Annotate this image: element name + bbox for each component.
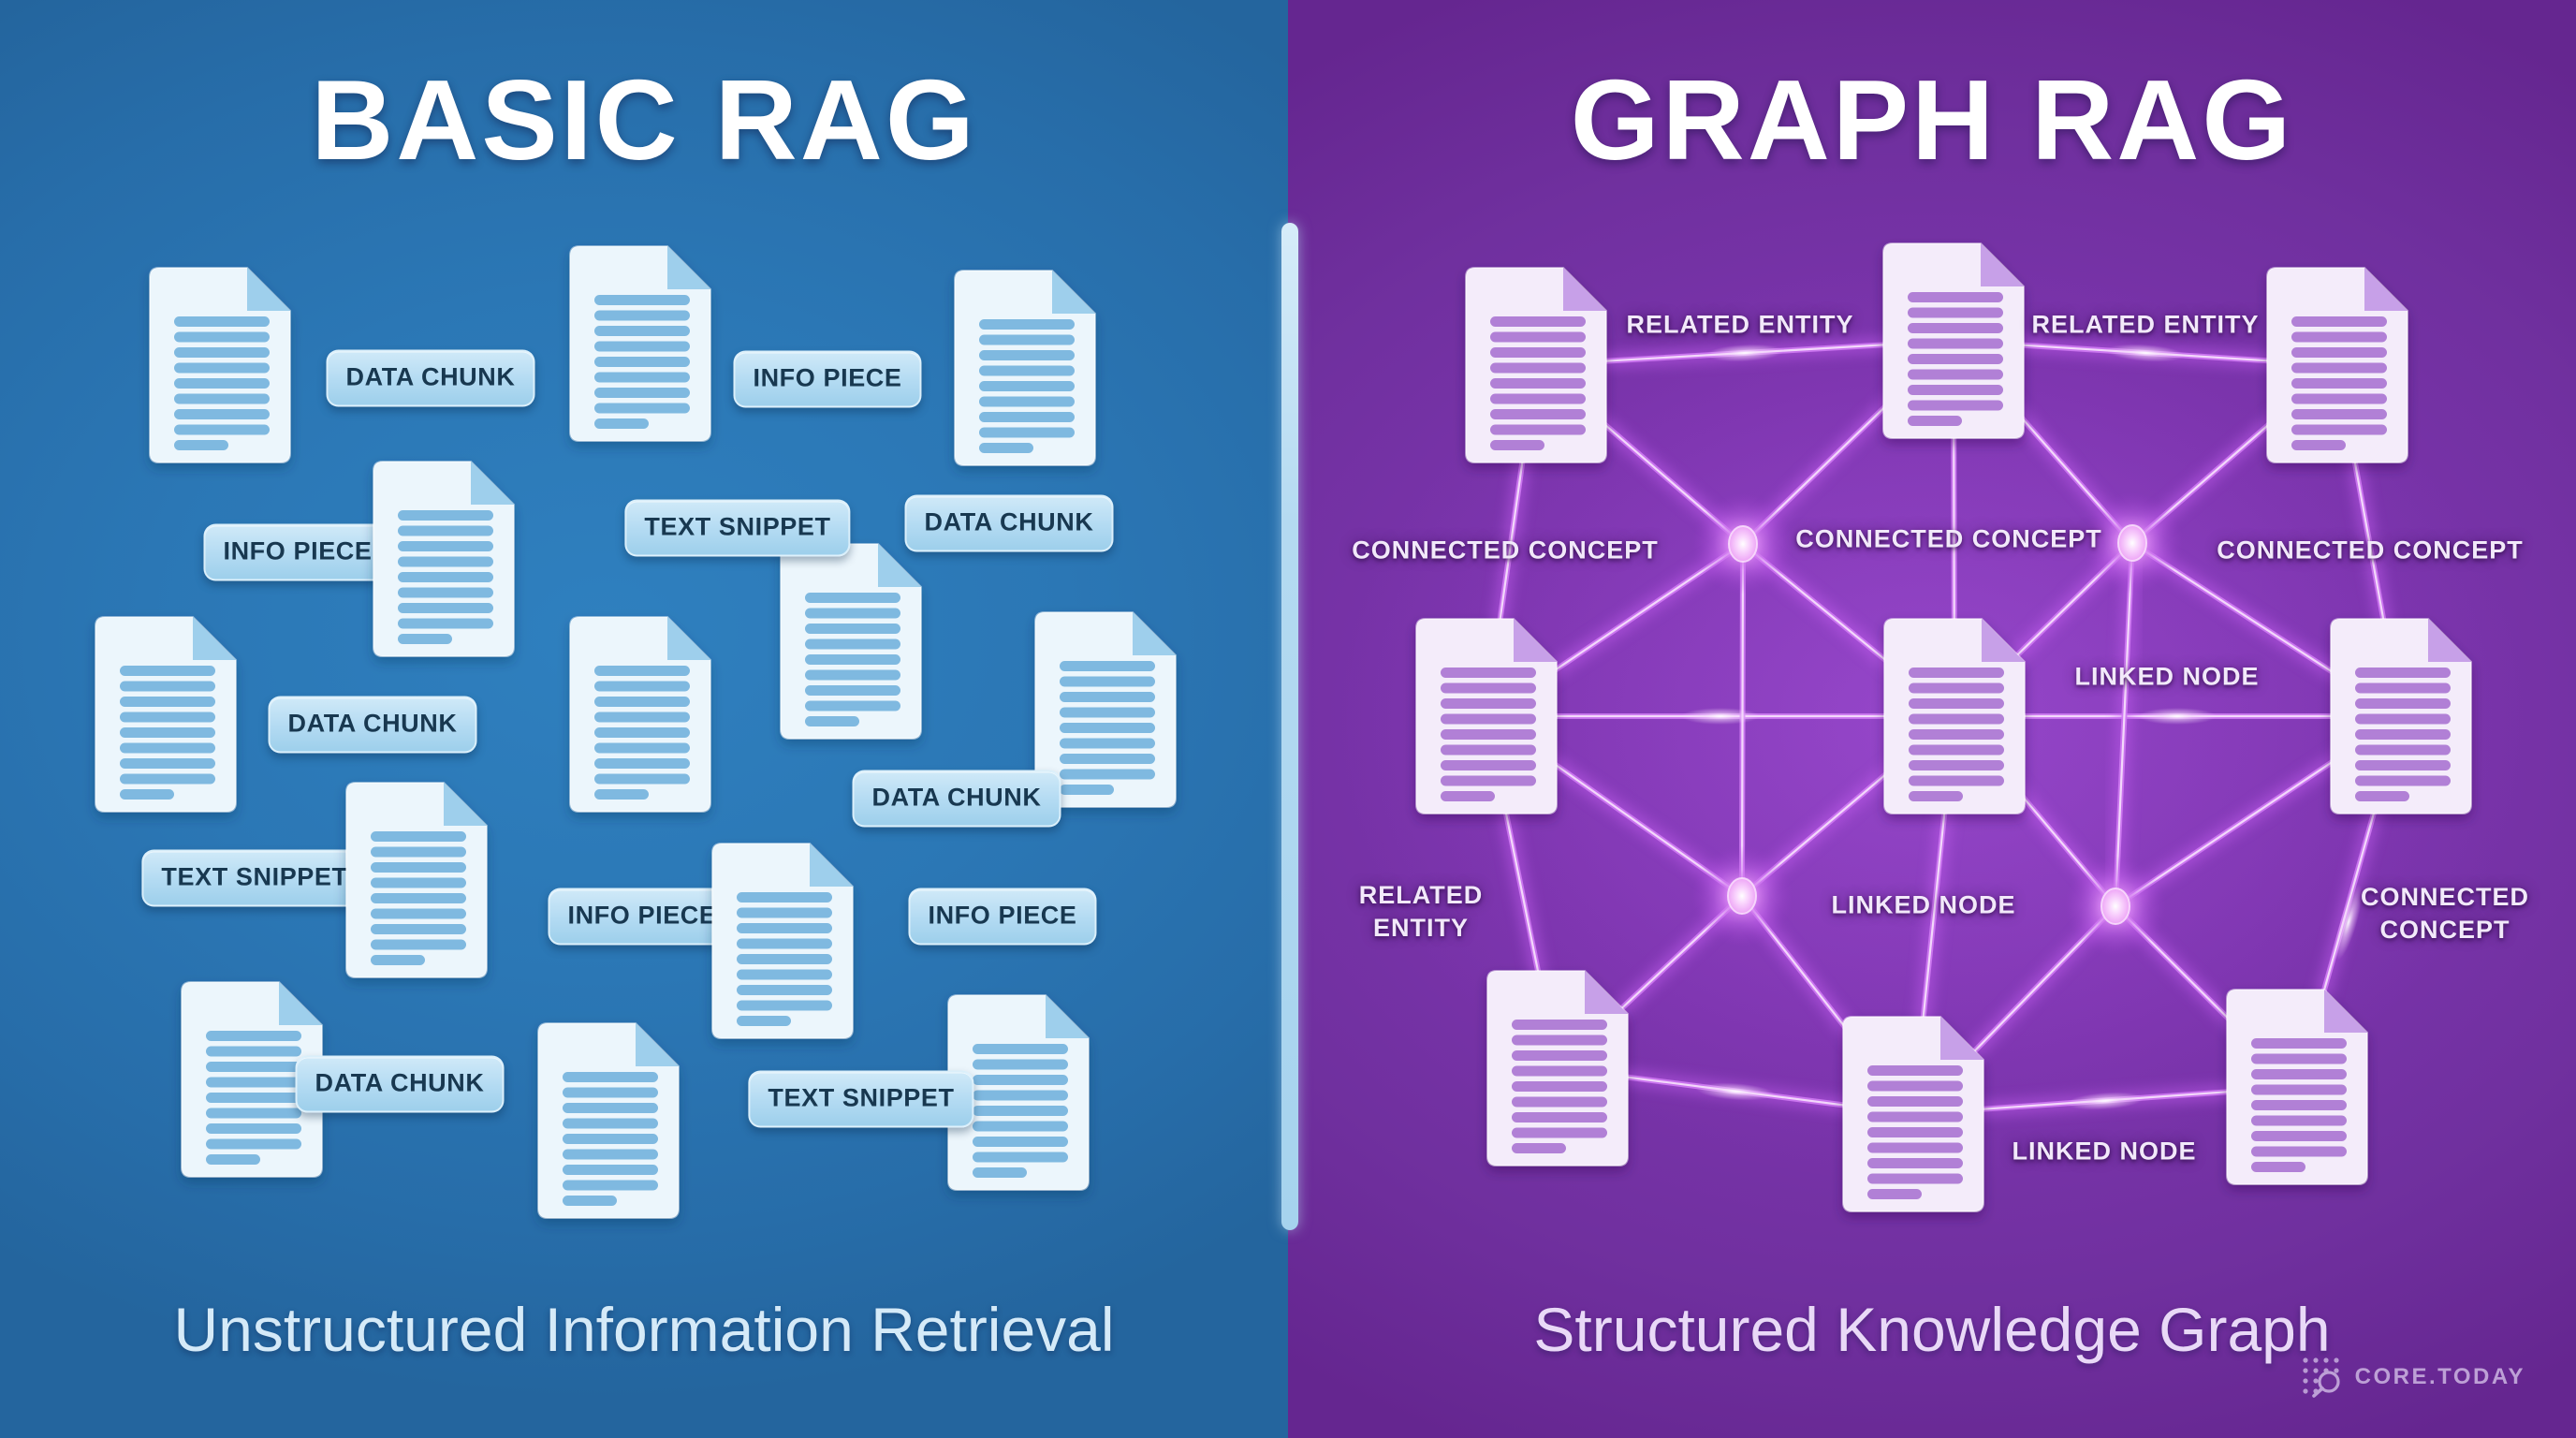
left-panel-caption: Unstructured Information Retrieval <box>173 1295 1115 1364</box>
logo-dot <box>2303 1378 2308 1384</box>
logo-dot <box>2303 1368 2308 1373</box>
logo-dot <box>2313 1357 2319 1363</box>
right-panel-caption: Structured Knowledge Graph <box>1533 1295 2331 1364</box>
logo-magnifier-lens <box>2318 1371 2340 1393</box>
logo-dot <box>2313 1368 2319 1373</box>
right-panel-title: GRAPH RAG <box>1570 56 2294 183</box>
logo-dots-magnifier-icon <box>2303 1357 2340 1398</box>
graph-rag-panel: GRAPH RAG Structured Knowledge Graph <box>1288 0 2576 1438</box>
brand-logo: CORE.TODAY <box>2301 1356 2525 1399</box>
logo-text: CORE.TODAY <box>2354 1364 2525 1389</box>
basic-rag-panel: BASIC RAG Unstructured Information Retri… <box>0 0 1288 1438</box>
logo-dot <box>2323 1357 2329 1363</box>
panel-divider <box>1281 223 1298 1230</box>
left-panel-title: BASIC RAG <box>311 56 977 183</box>
logo-magnifier-handle <box>2311 1387 2324 1398</box>
logo-dot <box>2313 1378 2319 1384</box>
logo-dot <box>2334 1357 2339 1363</box>
logo-dot <box>2303 1388 2308 1394</box>
logo-dot <box>2334 1368 2339 1373</box>
logo-dot <box>2303 1357 2308 1363</box>
